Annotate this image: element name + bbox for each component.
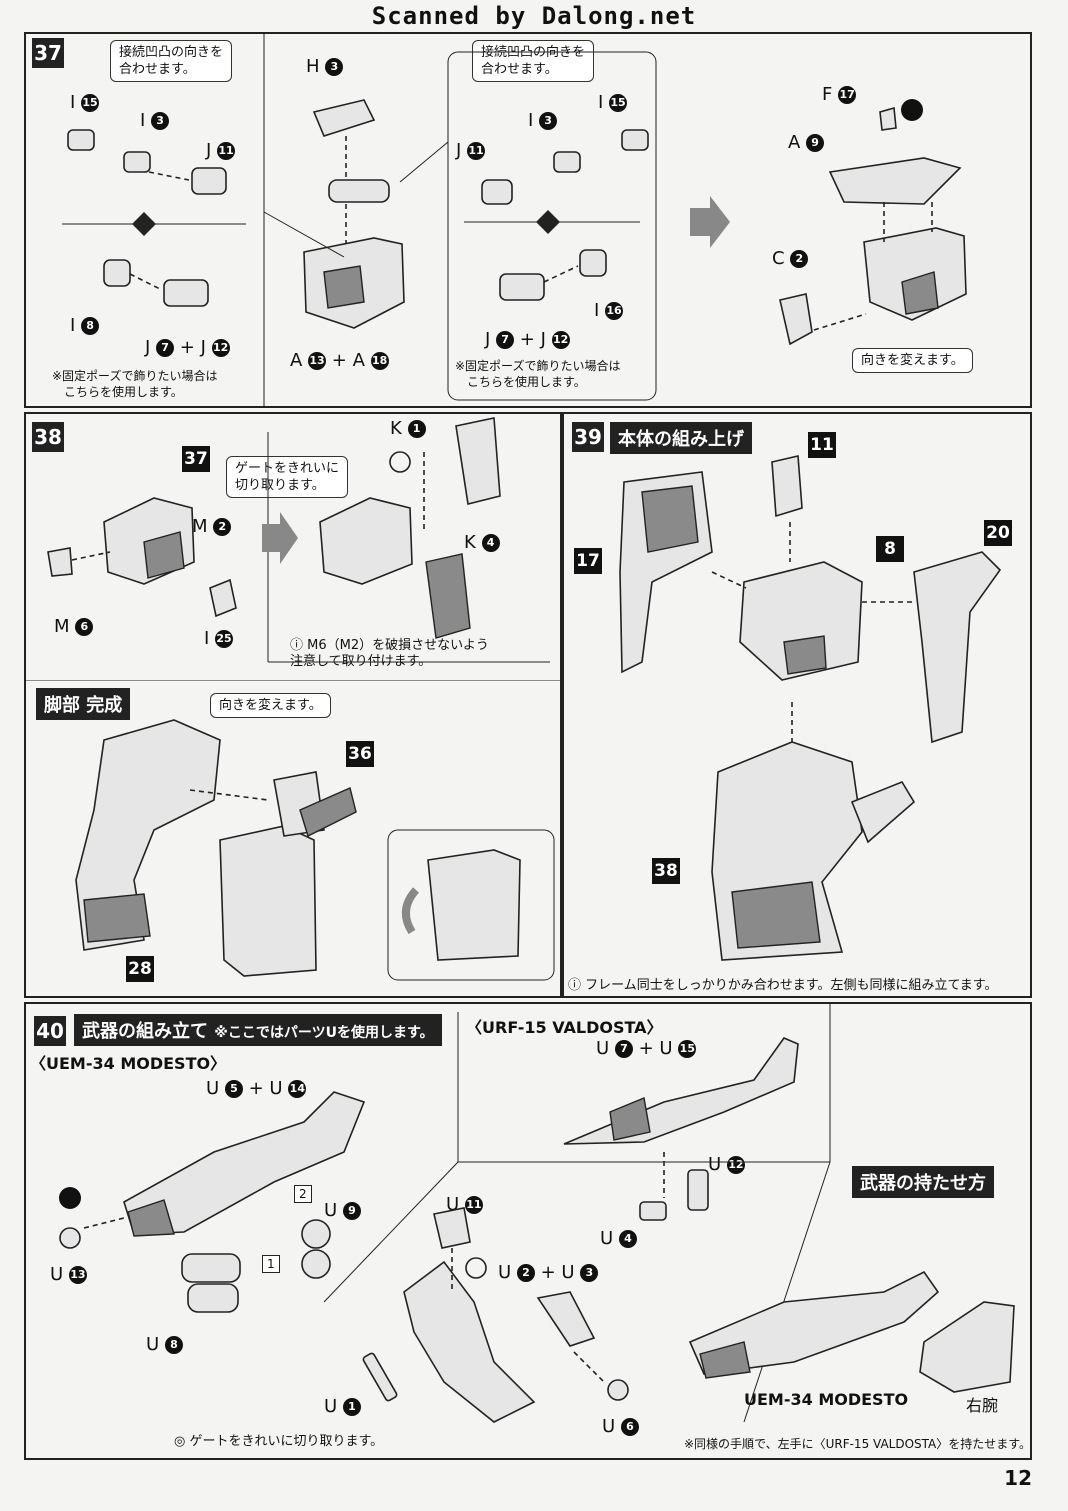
step38-illustrations bbox=[47, 417, 550, 663]
label-j11-a: J 11 bbox=[206, 140, 236, 161]
label-u5-u14: U 5 + U 14 bbox=[206, 1078, 307, 1099]
ref-step8-badge: 8 bbox=[876, 536, 904, 562]
ref-step20-badge: 20 bbox=[984, 520, 1012, 546]
ref-step11-badge: 11 bbox=[808, 432, 836, 458]
order-badge-2: 2 bbox=[294, 1185, 312, 1203]
ref-step38-badge: 38 bbox=[652, 858, 680, 884]
page-number: 12 bbox=[1004, 1466, 1032, 1490]
order-badge-1: 1 bbox=[262, 1255, 280, 1273]
label-u7-u15: U 7 + U 15 bbox=[596, 1038, 697, 1059]
label-i15-b: I 15 bbox=[598, 92, 628, 113]
step38-number: 38 bbox=[32, 422, 64, 452]
label-a9: A 9 bbox=[788, 132, 825, 153]
caution-icon: ⓘ bbox=[568, 978, 586, 993]
step38-panel bbox=[24, 412, 562, 998]
caution-icon: ⓘ bbox=[290, 638, 308, 653]
glue-icon bbox=[901, 99, 923, 121]
label-i15-a: I 15 bbox=[70, 92, 100, 113]
step37-number: 37 bbox=[32, 38, 64, 68]
step37-illustrations bbox=[62, 32, 967, 408]
label-k4: K 4 bbox=[464, 532, 500, 553]
label-i25: I 25 bbox=[204, 628, 234, 649]
step40-title: 武器の組み立て ※ここではパーツUを使用します。 bbox=[74, 1014, 442, 1046]
step37-panel bbox=[24, 32, 1032, 408]
step37-turn-note: 向きを変えます。 bbox=[852, 348, 973, 373]
label-u6: U 6 bbox=[602, 1416, 639, 1437]
label-i3-b: I 3 bbox=[528, 110, 558, 131]
step37-note-a: 接続凹凸の向きを 合わせます。 bbox=[110, 40, 233, 82]
hold-weapon-title: 武器の持たせ方 bbox=[852, 1166, 994, 1198]
step39-illustrations bbox=[619, 455, 1002, 961]
legs-illustrations bbox=[24, 680, 562, 981]
legs-complete-title: 脚部 完成 bbox=[36, 688, 131, 720]
uem-heading: 〈UEM-34 MODESTO〉 bbox=[30, 1054, 227, 1073]
step39-title: 本体の組み上げ bbox=[610, 422, 752, 454]
step40-number: 40 bbox=[34, 1016, 66, 1046]
step40-illustrations bbox=[59, 1002, 1015, 1423]
label-j7-j12-a: J 7 + J 12 bbox=[145, 337, 230, 358]
ref-step28-badge: 28 bbox=[126, 956, 154, 982]
label-i3-a: I 3 bbox=[140, 110, 170, 131]
step37-note-b: 接続凹凸の向きを 合わせます。 bbox=[472, 40, 595, 82]
label-h3: H 3 bbox=[306, 56, 344, 77]
ref-step36-badge: 36 bbox=[346, 741, 374, 767]
scan-header: Scanned by Dalong.net bbox=[371, 2, 697, 30]
step39-caution: ⓘ フレーム同士をしっかりかみ合わせます。左側も同様に組み立てます。 bbox=[568, 978, 998, 993]
swap-diamond-icon bbox=[132, 212, 156, 236]
label-u12: U 12 bbox=[708, 1154, 745, 1175]
step37-fixed-note-a: ※固定ポーズで飾りたい場合は こちらを使用します。 bbox=[52, 369, 218, 399]
gate-note: ◎ ゲートをきれいに切り取ります。 bbox=[174, 1434, 384, 1449]
urf-heading: 〈URF-15 VALDOSTA〉 bbox=[466, 1018, 663, 1037]
label-j11-b: J 11 bbox=[456, 140, 486, 161]
label-m6: M 6 bbox=[54, 616, 94, 637]
step39-panel bbox=[562, 412, 1032, 998]
label-k1: K 1 bbox=[390, 418, 426, 439]
hold-weapon-note: ※同様の手順で、左手に〈URF-15 VALDOSTA〉を持たせます。 bbox=[684, 1437, 1032, 1451]
ref-step37-badge: 37 bbox=[182, 446, 210, 472]
right-arm-label: 右腕 bbox=[966, 1396, 999, 1415]
label-i8: I 8 bbox=[70, 315, 100, 336]
step40-title-text: 武器の組み立て bbox=[82, 1021, 208, 1042]
step40-panel bbox=[24, 1002, 1032, 1460]
label-a13-a18: A 13 + A 18 bbox=[290, 350, 389, 371]
label-u13: U 13 bbox=[50, 1264, 87, 1285]
label-i16: I 16 bbox=[594, 300, 624, 321]
legs-turn-note: 向きを変えます。 bbox=[210, 693, 331, 718]
label-f17: F 17 bbox=[822, 84, 857, 105]
step37-fixed-note-b: ※固定ポーズで飾りたい場合は こちらを使用します。 bbox=[455, 359, 621, 389]
label-u2-u3: U 2 + U 3 bbox=[498, 1262, 599, 1283]
label-u9: U 9 bbox=[324, 1200, 361, 1221]
label-m2: M 2 bbox=[192, 516, 232, 537]
label-u8: U 8 bbox=[146, 1334, 183, 1355]
ref-step17-badge: 17 bbox=[574, 548, 602, 574]
step39-number: 39 bbox=[572, 422, 604, 452]
label-c2: C 2 bbox=[772, 248, 809, 269]
label-j7-j12-b: J 7 + J 12 bbox=[485, 329, 570, 350]
label-u4: U 4 bbox=[600, 1228, 637, 1249]
glue-icon bbox=[59, 1187, 81, 1209]
label-u1: U 1 bbox=[324, 1396, 361, 1417]
gate-icon: ◎ bbox=[174, 1434, 190, 1449]
hold-weapon-name: UEM-34 MODESTO bbox=[744, 1390, 909, 1409]
step40-subtitle: ※ここではパーツUを使用します。 bbox=[214, 1025, 434, 1041]
step38-gate-note: ゲートをきれいに 切り取ります。 bbox=[226, 456, 349, 498]
